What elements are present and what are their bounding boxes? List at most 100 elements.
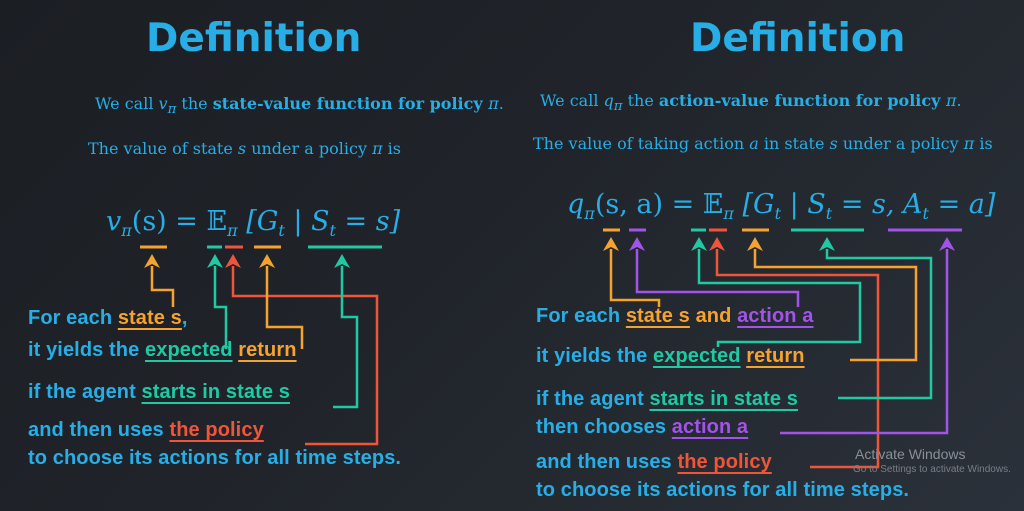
text-segment: and then uses [536,451,678,473]
text-segment: and then uses [28,419,170,441]
highlighted-term: return [746,345,805,367]
eq-f: v [106,206,122,237]
left-title: Definition [146,16,362,61]
intro-symbol: q [603,91,614,110]
text-segment: to choose its actions for all time steps… [28,447,402,469]
explanation-line: it yields the expected return [536,345,805,368]
eq-f-sub: π [121,221,132,240]
eq-G-sub: t [774,204,782,223]
right-intro: We call qπ the action-value function for… [540,91,962,114]
connector-line [715,249,880,469]
intro-pre: We call [95,94,159,113]
eq-f-sub: π [584,204,595,223]
arrowhead-icon [709,237,725,251]
eq-E-sub: π [227,221,238,240]
intro-symbol-sub: π [613,99,623,115]
highlighted-term: starts in state s [141,381,290,403]
eq-G-sub: t [278,221,285,240]
arrowhead-icon [747,237,763,251]
highlighted-term: expected [145,339,233,361]
connector-line [609,249,661,307]
value-pi: π [963,134,975,153]
highlighted-term: return [238,339,297,361]
arrowhead-icon [629,237,645,251]
eq-f: q [567,189,585,220]
intro-pre: We call [540,91,604,110]
eq-G: [G [237,206,279,237]
connector-line [697,249,862,347]
text-segment: to choose its actions for all time steps… [536,479,910,501]
left-value-line: The value of state s under a policy π is [88,139,401,158]
value-mid1: in state [758,134,830,153]
eq-args: (s) [131,206,167,237]
value-s: s [829,134,838,153]
arrowhead-icon [259,254,275,268]
text-segment: For each [536,305,626,327]
arrowhead-icon [334,254,350,268]
eq-tail: = a] [928,189,996,220]
eq-E-sub: π [723,204,734,223]
intro-mid: the [176,94,213,113]
text-segment: if the agent [536,388,650,410]
eq-G: [G [733,189,775,220]
highlighted-term: state s [117,307,182,329]
text-segment: For each [28,307,118,329]
arrowhead-icon [207,254,223,268]
eq-A-sub: t [922,204,929,223]
value-s: s [237,139,247,158]
arrowhead-icon [225,254,241,268]
value-end: is [382,139,402,158]
text-segment: it yields the [28,339,145,361]
eq-S: | S [284,206,330,237]
text-segment: and [689,305,738,327]
connector-line [780,249,949,435]
highlighted-term: action a [671,416,749,438]
right-value-line: The value of taking action a in state s … [533,134,993,153]
watermark-subtitle: Go to Settings to activate Windows. [853,464,1011,475]
connector-line [825,249,933,400]
value-pi: π [372,139,383,158]
explanation-line: if the agent starts in state s [28,381,290,404]
intro-symbol-sub: π [167,102,177,118]
eq-S-sub: t [825,204,833,223]
connector-line [265,266,304,349]
eq-expectation: 𝔼 [702,189,724,220]
text-segment: then chooses [536,416,672,438]
highlighted-term: state s [625,305,690,327]
value-end: is [974,134,993,153]
eq-S-sub: t [329,221,336,240]
explanation-line: and then uses the policy [536,451,772,474]
left-equation: vπ(s) = 𝔼π [Gt | St = s] [106,206,400,240]
eq-mid: = s, A [832,189,923,220]
explanation-line: it yields the expected return [28,339,297,362]
eq-S: | S [781,189,826,220]
intro-symbol: v [158,94,168,113]
right-equation: qπ(s, a) = 𝔼π [Gt | St = s, At = a] [567,189,995,223]
intro-end: . [498,94,504,113]
explanation-line: and then uses the policy [28,419,264,442]
explanation-line: For each state s and action a [536,305,813,328]
explanation-line: to choose its actions for all time steps… [536,479,909,502]
value-mid: under a policy [246,139,373,158]
highlighted-term: expected [653,345,741,367]
connector-line [231,266,379,446]
explanation-line: to choose its actions for all time steps… [28,447,401,470]
highlighted-term: the policy [677,451,772,473]
eq-tail: = s] [335,206,401,237]
explanation-line: For each state s, [28,307,188,330]
connector-line [150,266,175,307]
intro-mid: the [622,91,659,110]
connector-line [635,249,800,307]
text-segment: , [181,307,188,329]
eq-args: (s, a) [594,189,663,220]
connector-line [333,266,359,409]
arrowhead-icon [819,237,835,251]
arrowhead-icon [691,237,707,251]
arrowhead-icon [939,237,955,251]
explanation-line: then chooses action a [536,416,748,439]
left-intro: We call vπ the state-value function for … [95,94,504,117]
value-pre: The value of taking action [533,134,750,153]
text-segment: if the agent [28,381,142,403]
intro-bold: state-value function for policy [212,94,489,113]
